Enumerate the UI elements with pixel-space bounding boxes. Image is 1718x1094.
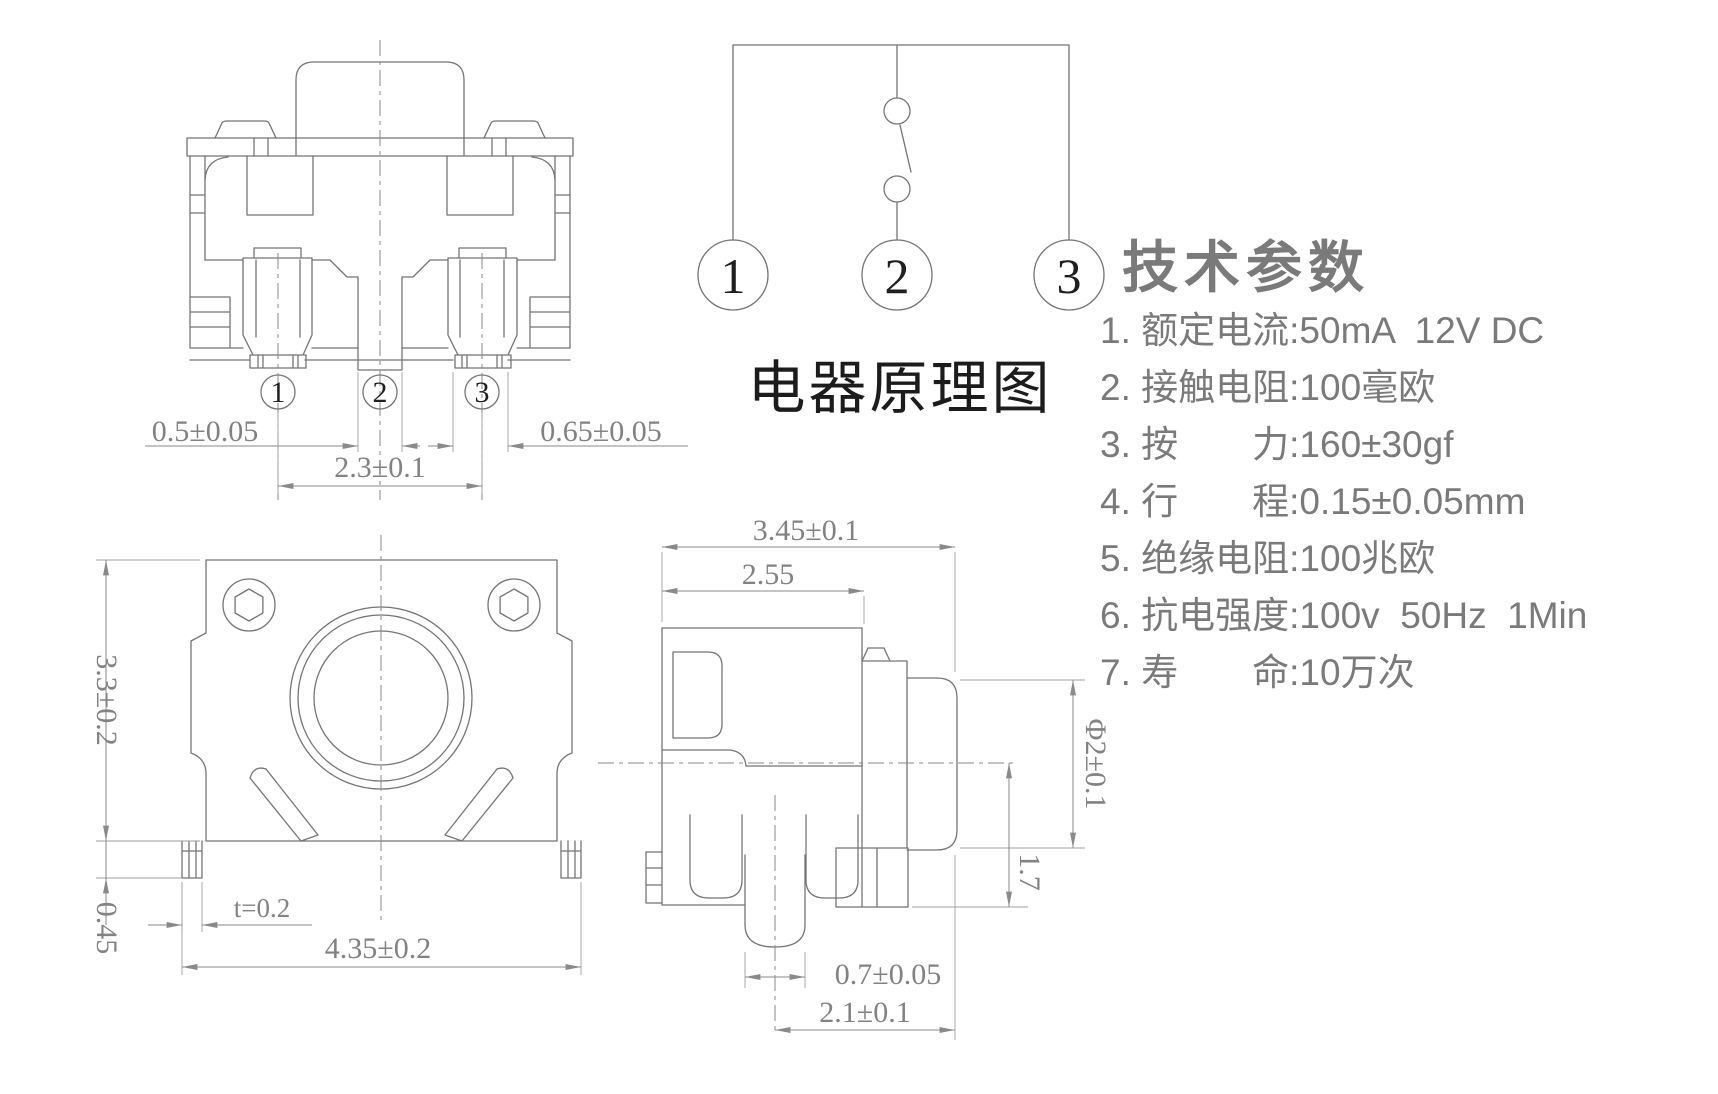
top-view-leg-right bbox=[561, 841, 581, 878]
front-left-bump bbox=[215, 121, 276, 138]
dim-front-pitch-text: 2.3±0.1 bbox=[334, 451, 425, 484]
top-view-brace-right bbox=[445, 768, 513, 841]
spec-item-4: 4. 行 程:0.15±0.05mm bbox=[1100, 481, 1525, 522]
top-view-outline bbox=[191, 560, 572, 841]
schematic-wires bbox=[733, 45, 1069, 240]
schematic-contact-upper bbox=[884, 98, 910, 124]
spec-item-5: 5. 绝缘电阻:100兆欧 bbox=[1100, 538, 1435, 579]
side-view-body bbox=[662, 628, 862, 905]
dim-side-body-text: 2.55 bbox=[742, 558, 795, 591]
dim-side-center-height-text: 1.7 bbox=[1013, 853, 1046, 891]
dim-side-button-dia-text: Φ2±0.1 bbox=[1079, 719, 1112, 810]
dim-top-thickness: t=0.2 bbox=[148, 882, 312, 932]
schematic-terminal-2-label: 2 bbox=[885, 248, 910, 304]
dim-side-pin-position-text: 2.1±0.1 bbox=[819, 996, 910, 1029]
side-view: 3.45±0.1 2.55 Φ2±0.1 1.7 0.7±0.05 bbox=[598, 514, 1112, 1040]
dim-front-pitch: 2.3±0.1 bbox=[278, 412, 482, 494]
schematic-switch-blade bbox=[900, 125, 911, 172]
dim-top-width-text: 4.35±0.2 bbox=[325, 932, 431, 965]
dim-top-lead: 0.45 bbox=[90, 841, 182, 954]
spec-item-2: 2. 接触电阻:100毫欧 bbox=[1100, 367, 1435, 408]
front-terminal-1: 1 bbox=[261, 375, 295, 409]
schematic-terminal-3-label: 3 bbox=[1057, 248, 1082, 304]
spec-list: 技术参数 1. 额定电流:50mA 12V DC 2. 接触电阻:100毫欧 3… bbox=[1100, 236, 1587, 693]
top-view-boss-right bbox=[488, 579, 540, 631]
schematic-terminal-3: 3 bbox=[1034, 240, 1104, 310]
dim-front-pin2-width-text: 0.5±0.05 bbox=[152, 415, 258, 448]
dim-front-pin3-width: 0.65±0.05 bbox=[428, 372, 688, 452]
dim-side-pin-width-text: 0.7±0.05 bbox=[835, 958, 941, 991]
dim-side-overall: 3.45±0.1 bbox=[662, 514, 955, 672]
front-leg-1 bbox=[243, 248, 312, 368]
circuit-schematic: 1 2 3 电器原理图 bbox=[698, 45, 1104, 421]
front-contact-block-right bbox=[447, 156, 513, 215]
dim-side-body: 2.55 bbox=[662, 558, 864, 624]
spec-item-6: 6. 抗电强度:100v 50Hz 1Min bbox=[1100, 595, 1587, 636]
front-leg-3 bbox=[448, 248, 517, 368]
dim-top-thickness-text: t=0.2 bbox=[234, 893, 290, 923]
front-terminal-2: 2 bbox=[363, 375, 397, 409]
dim-top-height: 3.3±0.2 bbox=[90, 560, 200, 841]
front-contact-block-left bbox=[247, 156, 313, 215]
schematic-terminal-1-label: 1 bbox=[721, 248, 746, 304]
schematic-terminal-1: 1 bbox=[698, 240, 768, 310]
front-terminal-1-label: 1 bbox=[271, 376, 286, 409]
spec-item-3: 3. 按 力:160±30gf bbox=[1100, 424, 1454, 465]
dim-front-pin2-width: 0.5±0.05 bbox=[145, 372, 420, 452]
top-view-brace-left bbox=[250, 768, 318, 841]
dim-side-pin-width: 0.7±0.05 bbox=[745, 952, 941, 991]
top-view-boss-left bbox=[223, 579, 275, 631]
dim-top-lead-text: 0.45 bbox=[90, 902, 123, 955]
spec-item-7: 7. 寿 命:10万次 bbox=[1100, 652, 1415, 693]
side-view-button bbox=[907, 678, 957, 850]
schematic-contact-lower bbox=[884, 176, 910, 202]
dim-top-height-text: 3.3±0.2 bbox=[90, 654, 123, 745]
dim-front-pin3-width-text: 0.65±0.05 bbox=[540, 415, 661, 448]
side-view-pocket bbox=[673, 652, 722, 738]
schematic-title: 电器原理图 bbox=[747, 356, 1052, 421]
dim-side-pin-position: 2.1±0.1 bbox=[775, 855, 955, 1040]
dim-side-center-height: 1.7 bbox=[912, 763, 1046, 907]
dim-side-button-dia: Φ2±0.1 bbox=[960, 680, 1112, 848]
front-right-bump bbox=[484, 121, 545, 138]
schematic-terminal-2: 2 bbox=[862, 240, 932, 310]
front-terminal-3: 3 bbox=[465, 375, 499, 409]
dim-top-width: 4.35±0.2 bbox=[182, 882, 581, 975]
front-view: 1 2 3 0.5±0.05 0.65±0.05 2.3±0.1 bbox=[145, 40, 688, 500]
front-terminal-3-label: 3 bbox=[475, 376, 490, 409]
dim-side-overall-text: 3.45±0.1 bbox=[753, 514, 859, 547]
spec-item-1: 1. 额定电流:50mA 12V DC bbox=[1100, 310, 1544, 351]
front-terminal-2-label: 2 bbox=[373, 376, 388, 409]
spec-title: 技术参数 bbox=[1122, 236, 1370, 299]
top-view: 3.3±0.2 0.45 t=0.2 4.35±0.2 bbox=[90, 535, 581, 975]
top-view-leg-left bbox=[182, 841, 202, 878]
